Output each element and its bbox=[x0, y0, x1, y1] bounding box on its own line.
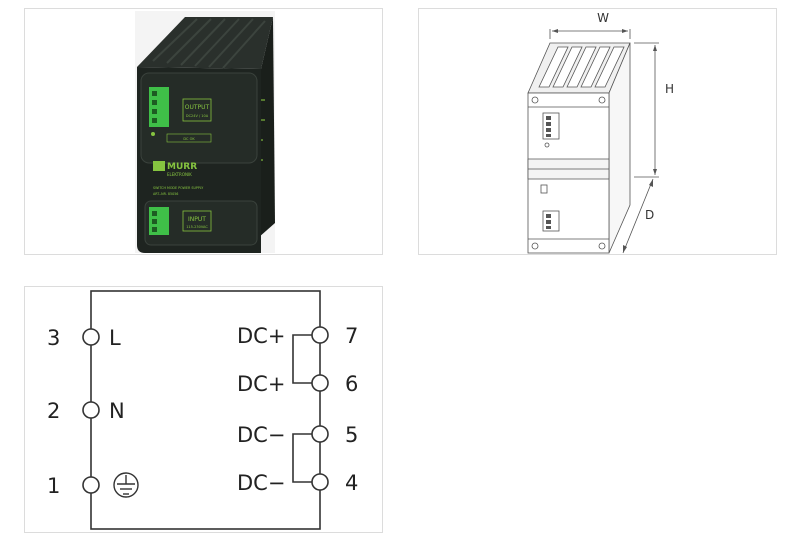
height-label: H bbox=[665, 82, 674, 96]
terminal-number-2: 2 bbox=[47, 399, 60, 423]
terminal-7 bbox=[311, 326, 329, 344]
width-label: W bbox=[597, 11, 609, 25]
output-label: OUTPUT bbox=[185, 104, 210, 111]
terminal-5 bbox=[311, 425, 329, 443]
wiring-diagram: 3 2 1 L N DC+ DC+ DC− DC− 7 6 5 4 bbox=[47, 290, 358, 530]
terminal-label-dc-minus-4: DC− bbox=[237, 471, 285, 495]
terminal-number-5: 5 bbox=[345, 423, 358, 447]
terminal-6 bbox=[311, 374, 329, 392]
input-rating: 115-230VAC bbox=[186, 225, 208, 229]
terminal-number-1: 1 bbox=[47, 474, 60, 498]
terminal-2 bbox=[82, 401, 100, 419]
input-label: INPUT bbox=[188, 216, 206, 223]
dimension-drawing: W H D bbox=[527, 11, 674, 254]
terminal-4 bbox=[311, 473, 329, 491]
terminal-number-3: 3 bbox=[47, 326, 60, 350]
terminal-1 bbox=[82, 476, 100, 494]
terminal-label-dc-minus-5: DC− bbox=[237, 423, 285, 447]
product-photo-panel: OUTPUT DC24V / 10A DC OK MURR ELEKTRONIK… bbox=[24, 8, 383, 255]
dc-ok-label: DC OK bbox=[183, 137, 195, 141]
terminal-3 bbox=[82, 328, 100, 346]
terminal-label-n: N bbox=[109, 399, 125, 423]
ground-icon bbox=[113, 472, 139, 498]
product-photo: OUTPUT DC24V / 10A DC OK MURR ELEKTRONIK… bbox=[135, 11, 275, 253]
output-rating: DC24V / 10A bbox=[186, 114, 209, 118]
terminal-label-l: L bbox=[109, 326, 121, 350]
brand-logo: MURR bbox=[167, 162, 197, 172]
terminal-number-4: 4 bbox=[345, 471, 358, 495]
brand-sub: ELEKTRONIK bbox=[167, 172, 192, 177]
wiring-diagram-panel: 3 2 1 L N DC+ DC+ DC− DC− 7 6 5 4 bbox=[24, 286, 383, 533]
dimension-drawing-panel: W H D bbox=[418, 8, 777, 255]
terminal-label-dc-plus-6: DC+ bbox=[237, 372, 285, 396]
terminal-label-dc-plus-7: DC+ bbox=[237, 324, 285, 348]
terminal-number-6: 6 bbox=[345, 372, 358, 396]
article-no: ART.-NR. 85056 bbox=[153, 192, 178, 196]
terminal-number-7: 7 bbox=[345, 324, 358, 348]
depth-label: D bbox=[645, 208, 654, 222]
product-name: SWITCH MODE POWER SUPPLY bbox=[153, 186, 204, 190]
